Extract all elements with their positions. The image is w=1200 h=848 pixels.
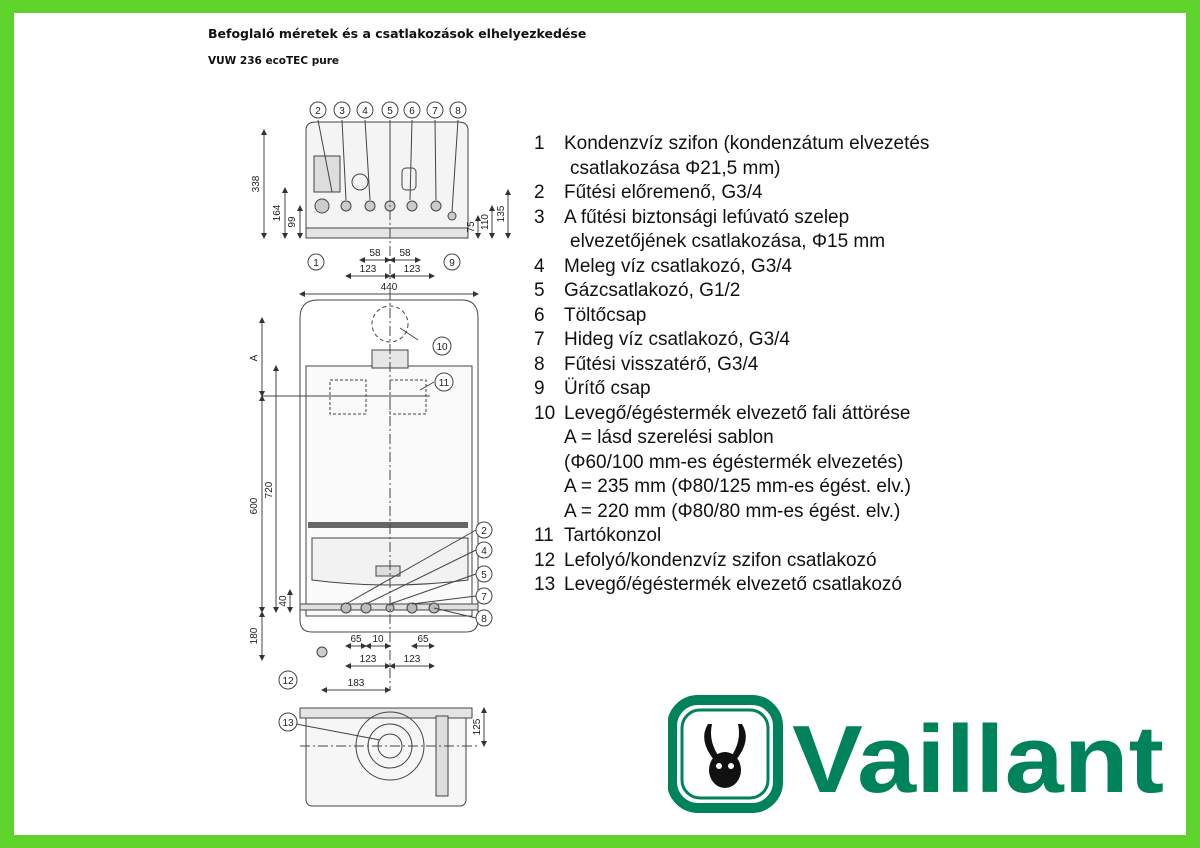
- callout-7: 7: [432, 106, 438, 117]
- dim-123-left-bottom: 123: [360, 654, 377, 665]
- legend-item-13: 13 Levegő/égéstermék elvezető csatlakozó: [534, 573, 929, 598]
- legend-text: A fűtési biztonsági lefúvató szelep: [564, 206, 850, 228]
- legend-continuation: A = 235 mm (Φ80/125 mm-es égést. elv.): [564, 476, 911, 497]
- legend-item-2: 2 Fűtési előremenő, G3/4: [534, 181, 929, 206]
- logo-wordmark: Vaillant: [792, 706, 1164, 813]
- legend-text: Gázcsatlakozó, G1/2: [564, 280, 741, 301]
- legend-number: 13: [534, 574, 556, 595]
- callout-right-8: 8: [481, 614, 487, 625]
- callout-13: 13: [282, 718, 294, 729]
- callout-1: 1: [313, 258, 319, 269]
- legend-text: Kondenzvíz szifon (kondenzátum elvezetés: [564, 133, 930, 154]
- legend-number: 12: [534, 549, 556, 571]
- dim-123-right-top: 123: [404, 264, 421, 275]
- callout-6: 6: [409, 106, 415, 117]
- legend-text: Fűtési visszatérő, G3/4: [564, 353, 759, 375]
- dim-123-left-top: 123: [360, 264, 377, 275]
- legend-text: Lefolyó/kondenzvíz szifon csatlakozó: [564, 549, 877, 571]
- legend-item-6: 6 Töltőcsap: [534, 304, 929, 329]
- dim-110: 110: [480, 214, 491, 230]
- legend-text: Fűtési előremenő, G3/4: [564, 182, 763, 203]
- callout-right-2: 2: [481, 526, 487, 537]
- dim-40: 40: [278, 595, 289, 607]
- legend-number: 4: [534, 255, 545, 277]
- legend-item-4: 4 Meleg víz csatlakozó, G3/4: [534, 255, 929, 280]
- dim-65-left: 65: [350, 634, 362, 645]
- legend-number: 9: [534, 378, 545, 399]
- legend-text: Hideg víz csatlakozó, G3/4: [564, 329, 790, 350]
- dim-183: 183: [348, 678, 365, 689]
- legend-number: 8: [534, 353, 545, 375]
- callout-3: 3: [339, 106, 345, 117]
- legend-item-1: 1 Kondenzvíz szifon (kondenzátum elvezeté…: [534, 132, 929, 157]
- dim-A: A: [249, 354, 260, 361]
- legend-text: Ürítő csap: [564, 378, 651, 399]
- legend-text: Meleg víz csatlakozó, G3/4: [564, 255, 793, 277]
- bottom-view: [305, 120, 469, 282]
- dim-440: 440: [381, 282, 398, 293]
- vaillant-logo: Vaillant: [667, 694, 1174, 821]
- drawing-sheet: [14, 13, 1186, 835]
- legend-item-9: 9 Ürítő csap: [534, 377, 929, 402]
- legend-number: 6: [534, 304, 545, 326]
- dim-99: 99: [287, 216, 298, 228]
- callout-9: 9: [449, 258, 455, 269]
- callout-12: 12: [282, 676, 294, 687]
- legend-number: 10: [534, 402, 556, 424]
- legend-continuation: elvezetőjének csatlakozása, Φ15 mm: [570, 231, 886, 252]
- legend: 1 Kondenzvíz szifon (kondenzátum elvezeté…: [534, 132, 929, 598]
- legend-text: Tartókonzol: [564, 525, 662, 546]
- hare-icon: [704, 724, 746, 788]
- legend-text: Levegő/égéstermék elvezető csatlakozó: [564, 574, 902, 595]
- callout-right-5: 5: [481, 570, 487, 581]
- callout-11: 11: [439, 378, 450, 389]
- page-title: Befoglaló méretek és a csatlakozások elh…: [208, 26, 587, 41]
- dim-338: 338: [251, 175, 262, 192]
- legend-number: 3: [534, 206, 545, 228]
- legend-continuation: A = 220 mm (Φ80/80 mm-es égést. elv.): [564, 500, 901, 522]
- callout-4: 4: [362, 106, 368, 117]
- dim-123-right-bottom: 123: [404, 654, 421, 665]
- dim-164: 164: [272, 204, 283, 221]
- legend-item-11: 11 Tartókonzol: [534, 524, 929, 549]
- dim-720: 720: [264, 481, 275, 498]
- legend-number: 11: [534, 525, 554, 546]
- model-subtitle: VUW 236 ecoTEC pure: [208, 55, 340, 67]
- legend-text: Töltőcsap: [564, 304, 647, 326]
- dim-600: 600: [249, 497, 260, 514]
- dim-180: 180: [249, 627, 260, 644]
- legend-item-7: 7 Hideg víz csatlakozó, G3/4: [534, 328, 929, 353]
- callout-right-4: 4: [481, 546, 487, 557]
- legend-item-12: 12 Lefolyó/kondenzvíz szifon csatlakozó: [534, 549, 929, 574]
- dim-135: 135: [496, 205, 507, 222]
- legend-continuation: (Φ60/100 mm-es égéstermék elvezetés): [564, 451, 904, 473]
- legend-number: 5: [534, 280, 545, 301]
- legend-item-5: 5 Gázcsatlakozó, G1/2: [534, 279, 929, 304]
- legend-continuation: csatlakozása Φ21,5 mm): [570, 157, 781, 179]
- callout-right-7: 7: [481, 592, 487, 603]
- legend-item-8: 8 Fűtési visszatérő, G3/4: [534, 353, 929, 378]
- callout-10: 10: [436, 342, 448, 353]
- legend-number: 2: [534, 182, 545, 203]
- callout-2: 2: [315, 106, 321, 117]
- legend-number: 7: [534, 329, 545, 350]
- legend-item-3: 3 A fűtési biztonsági lefúvató szelep: [534, 206, 929, 231]
- callout-5: 5: [387, 106, 393, 117]
- legend-number: 1: [534, 133, 545, 154]
- plan-view: [295, 707, 480, 807]
- dim-58-left: 58: [369, 248, 381, 259]
- legend-continuation: A = lásd szerelési sablon: [564, 427, 774, 448]
- legend-text: Levegő/égéstermék elvezető fali áttörése: [564, 402, 911, 424]
- top-callout-leaders: [317, 119, 459, 213]
- front-view: [262, 290, 479, 690]
- dim-125: 125: [472, 718, 483, 735]
- right-callout-leaders: [345, 327, 477, 619]
- callout-8: 8: [455, 106, 461, 117]
- legend-item-10: 10 Levegő/égéstermék elvezető fali áttöré…: [534, 402, 929, 427]
- dim-75: 75: [466, 221, 477, 233]
- dim-65-right: 65: [417, 634, 429, 645]
- dim-58-right: 58: [399, 248, 411, 259]
- dim-10: 10: [372, 634, 384, 645]
